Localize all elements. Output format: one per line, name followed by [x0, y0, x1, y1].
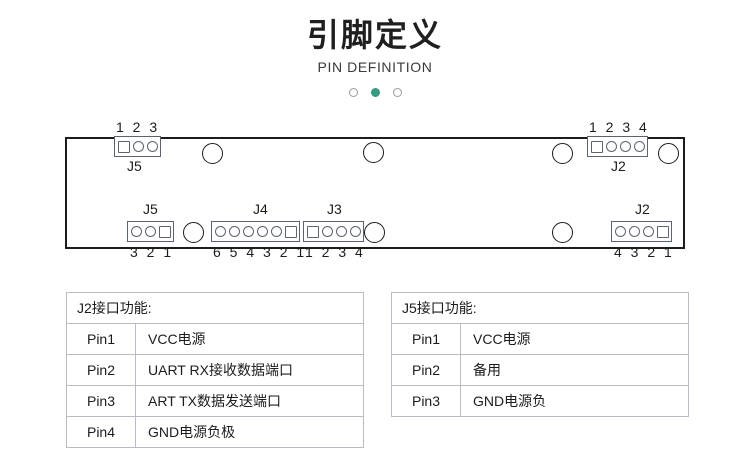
pin-2	[144, 226, 156, 237]
page-title-chinese: 引脚定义	[306, 17, 443, 53]
j2-table-title: J2接口功能:	[66, 292, 364, 324]
pin-1-square	[656, 225, 669, 238]
pin-3	[146, 141, 158, 152]
pin-4	[633, 141, 645, 152]
pin-1-square	[284, 225, 297, 238]
connector-j4-bottom-pin-numbers: 6 5 4 3 2 1	[213, 244, 307, 260]
connector-j5-top	[114, 136, 161, 157]
pin-label: Pin3	[391, 385, 461, 417]
carousel-dots	[0, 88, 750, 97]
mounting-hole-top-left	[202, 143, 223, 164]
mounting-hole-top-right	[552, 143, 573, 164]
pin-label: Pin1	[66, 323, 136, 355]
pin-label: Pin2	[391, 354, 461, 386]
j5-table-title: J5接口功能:	[391, 292, 689, 324]
pin-description: GND电源负	[460, 385, 689, 417]
mounting-hole-top-far-right	[658, 143, 679, 164]
pin-description: VCC电源	[135, 323, 364, 355]
pin-2	[132, 141, 144, 152]
connector-j2-top	[587, 136, 648, 157]
page-subtitle-english: PIN DEFINITION	[317, 59, 433, 75]
pin-description: GND电源负极	[135, 416, 364, 448]
table-row: Pin1 VCC电源	[391, 323, 689, 355]
connector-j5-bottom-label: J5	[143, 201, 158, 217]
connector-j3-bottom	[303, 221, 364, 242]
carousel-dot-2-active[interactable]	[370, 88, 380, 97]
table-row: Pin3 GND电源负	[391, 385, 689, 417]
pin-3	[628, 226, 640, 237]
pin-5	[228, 226, 240, 237]
connector-j2-top-pin-numbers: 1 2 3 4	[589, 119, 650, 135]
pin-label: Pin4	[66, 416, 136, 448]
pin-2	[642, 226, 654, 237]
table-row: Pin1 VCC电源	[66, 323, 364, 355]
connector-j2-top-label: J2	[611, 158, 626, 174]
pin-4	[242, 226, 254, 237]
mounting-hole-bottom-right	[552, 222, 573, 243]
connector-j2-bottom-pin-numbers: 4 3 2 1	[614, 244, 675, 260]
connector-j5-top-label: J5	[127, 158, 142, 174]
pin-4	[349, 226, 361, 237]
pin-description: ART TX数据发送端口	[135, 385, 364, 417]
pin-description: VCC电源	[460, 323, 689, 355]
carousel-dot-3[interactable]	[392, 88, 402, 97]
carousel-dot-1[interactable]	[348, 88, 358, 97]
connector-j4-bottom	[211, 221, 300, 242]
pin-description: UART RX接收数据端口	[135, 354, 364, 386]
table-row: Pin3 ART TX数据发送端口	[66, 385, 364, 417]
connector-j5-bottom-pin-numbers: 3 2 1	[130, 244, 174, 260]
pin-1-square	[117, 140, 130, 153]
table-header-row: J2接口功能:	[66, 292, 364, 324]
connector-j5-bottom	[127, 221, 174, 242]
pin-3	[130, 226, 142, 237]
connector-j3-bottom-pin-numbers: 1 2 3 4	[305, 244, 366, 260]
mounting-hole-top-center	[363, 142, 384, 163]
table-row: Pin2 UART RX接收数据端口	[66, 354, 364, 386]
pin-2	[270, 226, 282, 237]
connector-j2-bottom	[611, 221, 672, 242]
j2-function-table: J2接口功能: Pin1 VCC电源 Pin2 UART RX接收数据端口 Pi…	[66, 292, 364, 448]
pin-2	[321, 226, 333, 237]
pin-1-square	[158, 225, 171, 238]
connector-j4-bottom-label: J4	[253, 201, 268, 217]
pin-3	[256, 226, 268, 237]
pin-2	[605, 141, 617, 152]
table-row: Pin2 备用	[391, 354, 689, 386]
pcb-board-outline: 1 2 3 J5 1 2 3 4 J2 J5 3 2 1 J4	[65, 120, 685, 260]
mounting-hole-bottom-mid	[364, 222, 385, 243]
pin-3	[619, 141, 631, 152]
pin-3	[335, 226, 347, 237]
connector-j2-bottom-label: J2	[635, 201, 650, 217]
connector-j5-top-pin-numbers: 1 2 3	[116, 119, 160, 135]
pin-label: Pin3	[66, 385, 136, 417]
pin-description: 备用	[460, 354, 689, 386]
pin-label: Pin2	[66, 354, 136, 386]
table-row: Pin4 GND电源负极	[66, 416, 364, 448]
connector-j3-bottom-label: J3	[327, 201, 342, 217]
pin-1-square	[590, 140, 603, 153]
table-header-row: J5接口功能:	[391, 292, 689, 324]
pin-6	[214, 226, 226, 237]
pin-4	[614, 226, 626, 237]
mounting-hole-bottom-left	[183, 222, 204, 243]
pin-label: Pin1	[391, 323, 461, 355]
j5-function-table: J5接口功能: Pin1 VCC电源 Pin2 备用 Pin3 GND电源负	[391, 292, 689, 417]
pin-1-square	[306, 225, 319, 238]
